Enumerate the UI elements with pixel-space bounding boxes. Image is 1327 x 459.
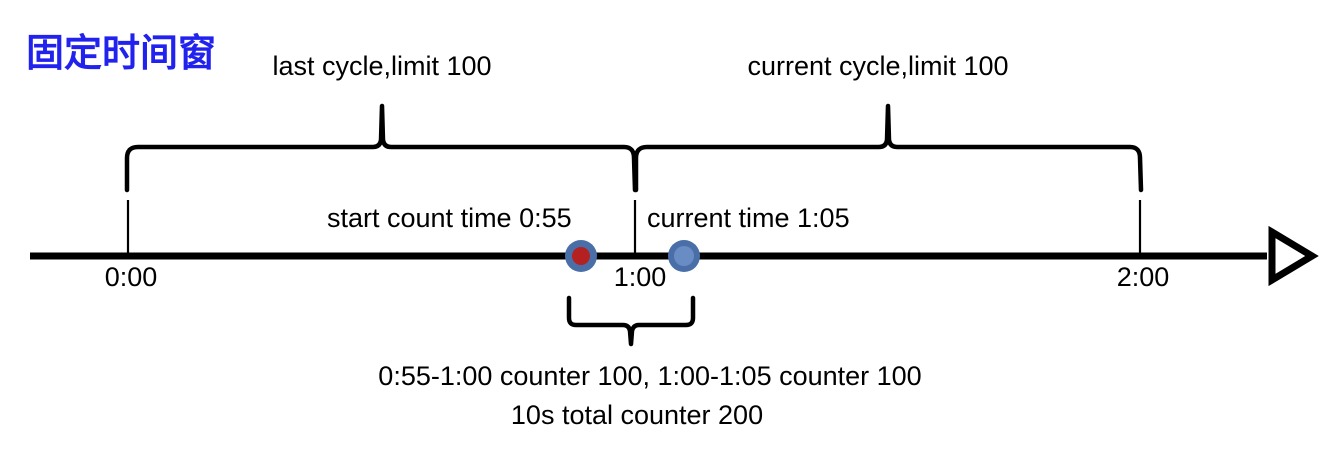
brace-counting-window [566,295,696,347]
brace-label-current-cycle: current cycle,limit 100 [747,51,1009,81]
marker-label-start-count: start count time 0:55 [327,203,572,233]
current-time-marker[interactable] [674,246,694,266]
arrow-right-icon [1268,225,1319,287]
tick-label-0-00: 0:00 [104,262,158,292]
counter-summary-line-1: 0:55-1:00 counter 100, 1:00-1:05 counter… [378,361,922,391]
start-count-marker[interactable] [572,247,590,265]
counter-summary-line-2: 10s total counter 200 [510,400,764,430]
brace-last-cycle [124,103,638,193]
tick-label-1-00: 1:00 [613,262,667,292]
marker-label-current-time: current time 1:05 [647,203,850,233]
page-title: 固定时间窗 [26,33,217,75]
tick-label-2-00: 2:00 [1116,262,1170,292]
brace-current-cycle [633,103,1144,193]
brace-label-last-cycle: last cycle,limit 100 [272,51,492,81]
